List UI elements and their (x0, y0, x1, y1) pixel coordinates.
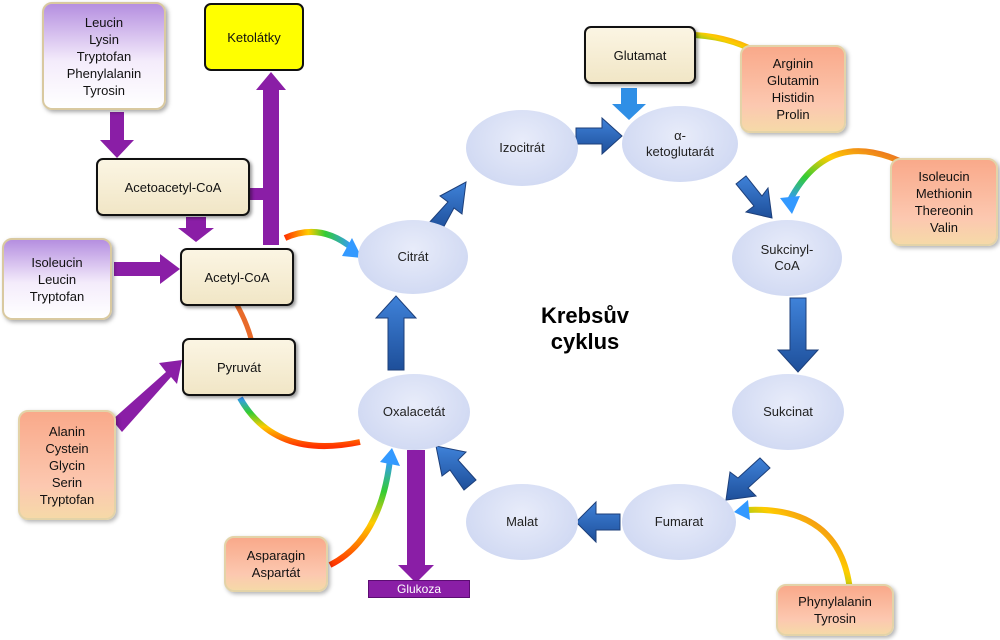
rainbow-arrow-head (780, 196, 800, 214)
amino-box-top-right: Arginin Glutamin Histidin Prolin (740, 45, 846, 133)
amino-box-bottom-right: Phynylalanin Tyrosin (776, 584, 894, 636)
rainbow-arrow-head (380, 448, 400, 466)
amino-box-top-left: Leucin Lysin Tryptofan Phenylalanin Tyro… (42, 2, 166, 110)
amino-label: Glycin (48, 457, 86, 473)
title-line: Krebsův (540, 303, 630, 328)
acetyl-coa-box: Acetyl-CoA (180, 248, 294, 306)
glutamat-arrow (612, 88, 646, 120)
rainbow-arrow-acetyl-citrat (283, 229, 354, 251)
cycle-arrow-alpha-sukcinyl (735, 175, 773, 219)
amino-label: Alanin (48, 423, 86, 439)
rainbow-arrow-aspartat (328, 459, 393, 568)
fumarat-node: Fumarat (622, 484, 736, 560)
amino-label: Phenylalanin (66, 65, 142, 81)
amino-label: Tryptofan (29, 288, 85, 304)
sukcinyl-label: CoA (774, 258, 800, 273)
malat-label: Malat (506, 514, 538, 529)
ketolatky-box: Ketolátky (204, 3, 304, 71)
fumarat-label: Fumarat (654, 514, 704, 529)
pyruvat-box: Pyruvát (182, 338, 296, 396)
amino-label: Tryptofan (39, 491, 95, 507)
cycle-title: Krebsův cyklus (520, 303, 650, 355)
amino-label: Histidin (771, 90, 815, 105)
alpha-ketoglutarat-node: α- ketoglutarát (622, 106, 738, 182)
amino-label: Phynylalanin (798, 594, 872, 609)
amino-label: Asparagin (246, 548, 306, 563)
purple-arrow-right (114, 254, 180, 284)
sukcinat-node: Sukcinat (732, 374, 844, 450)
amino-label: Tyrosin (83, 82, 125, 98)
purple-arrows (100, 72, 434, 583)
purple-join (250, 188, 266, 200)
purple-arrow-up-head (256, 72, 286, 90)
izocitrat-label: Izocitrát (499, 140, 545, 155)
amino-label: Glutamin (766, 73, 820, 88)
amino-label: Serin (51, 474, 83, 490)
acetoacetyl-coa-box: Acetoacetyl-CoA (96, 158, 250, 216)
sukcinyl-label: Sukcinyl- (760, 242, 814, 257)
rainbow-arrow-phenylalanin (744, 506, 853, 591)
amino-label: Cystein (45, 440, 89, 456)
malat-node: Malat (466, 484, 578, 560)
title-line: cyklus (550, 329, 620, 354)
sukcinyl-coa-node: Sukcinyl- CoA (732, 220, 842, 296)
citrat-label: Citrát (397, 249, 429, 264)
amino-label: Aspartát (251, 565, 301, 580)
glukoza-box: Glukoza (368, 580, 470, 598)
rainbow-arrow-head (342, 238, 362, 258)
rainbow-arrow-oxalacetat-pyruvat (237, 396, 361, 450)
oxalacetat-node: Oxalacetát (358, 374, 470, 450)
amino-label: Isoleucin (918, 169, 970, 184)
acetyl-coa-label: Acetyl-CoA (204, 269, 270, 285)
amino-label: Tyrosin (814, 611, 856, 626)
pyruvat-label: Pyruvát (216, 359, 262, 375)
izocitrat-node: Izocitrát (466, 110, 578, 186)
amino-label: Tryptofan (76, 48, 132, 64)
cycle-arrow-izocitrat-alpha (575, 116, 623, 156)
alpha-label: ketoglutarát (646, 144, 714, 159)
amino-box-bottom-mid: Asparagin Aspartát (224, 536, 328, 592)
glukoza-label: Glukoza (396, 582, 442, 596)
amino-label: Valin (930, 220, 958, 235)
amino-box-right: Isoleucin Methionin Thereonin Valin (890, 158, 998, 246)
purple-bar-up (263, 88, 279, 245)
purple-arrow-glukoza (398, 450, 434, 583)
cycle-arrows (374, 116, 820, 544)
amino-box-bottom-left: Alanin Cystein Glycin Serin Tryptofan (18, 410, 116, 520)
amino-label: Thereonin (914, 203, 974, 218)
cycle-arrow-fumarat-malat (575, 500, 621, 544)
cycle-arrow-sukcinyl-sukcinat (776, 297, 820, 373)
purple-arrow-down-1 (100, 112, 134, 158)
cycle-arrow-sukcinat-fumarat (725, 457, 771, 501)
glutamat-label: Glutamat (613, 47, 667, 63)
amino-label: Lysin (89, 31, 119, 47)
oxalacetat-label: Oxalacetát (382, 404, 446, 419)
ketolatky-label: Ketolátky (227, 29, 281, 45)
rainbow-arrow-head (734, 500, 750, 520)
purple-arrow-diagonal (112, 360, 182, 432)
alpha-label: α- (674, 128, 686, 143)
amino-label: Methionin (915, 186, 973, 201)
amino-label: Prolin (776, 107, 810, 122)
amino-box-mid-left: Isoleucin Leucin Tryptofan (2, 238, 112, 320)
amino-label: Isoleucin (31, 254, 83, 270)
acetoacetyl-coa-label: Acetoacetyl-CoA (124, 179, 222, 195)
sukcinat-label: Sukcinat (763, 404, 813, 419)
rainbow-arrow-isoleucin (787, 148, 910, 202)
glutamat-box: Glutamat (584, 26, 696, 84)
amino-label: Leucin (84, 14, 124, 30)
amino-label: Leucin (37, 271, 77, 287)
purple-arrow-down-2 (178, 217, 214, 242)
citrat-node: Citrát (358, 220, 468, 294)
cycle-arrow-malat-oxalacetat (435, 445, 477, 491)
amino-label: Arginin (772, 56, 814, 71)
cycle-arrow-oxalacetat-citrat (374, 295, 418, 371)
